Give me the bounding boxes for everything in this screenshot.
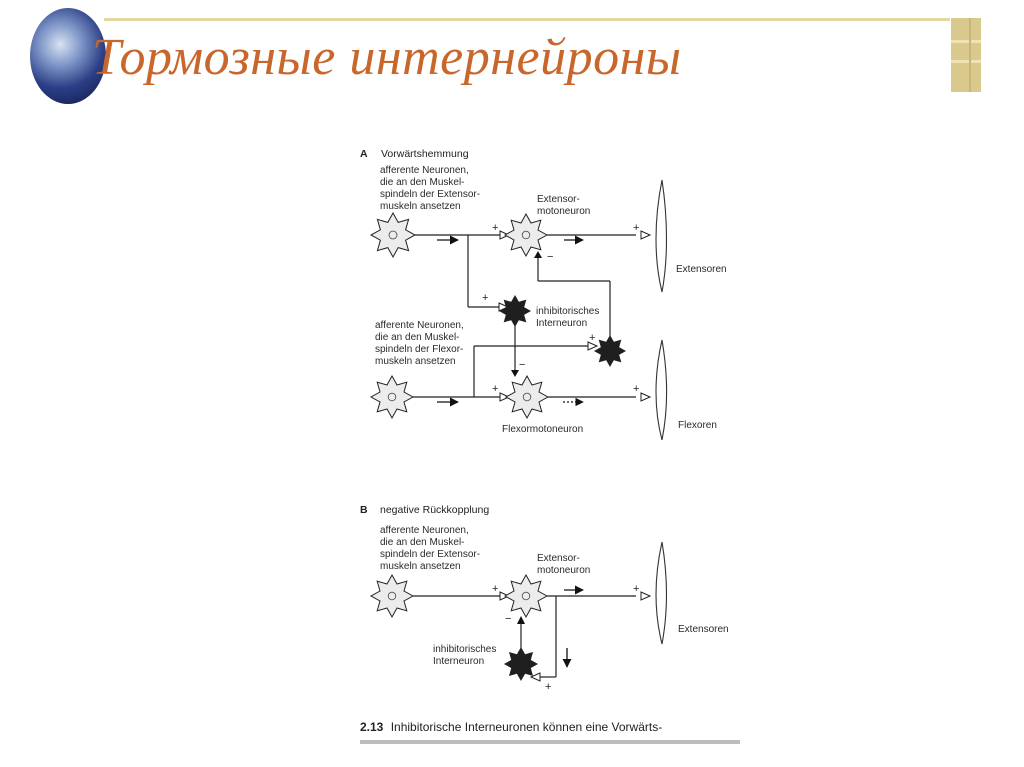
section-b-title: negative Rückkopplung	[380, 504, 489, 516]
neuron-nucleus	[387, 591, 397, 601]
diagram-b: B negative Rückkopplung afferente Neuron…	[360, 504, 729, 693]
plus-sign: +	[482, 292, 488, 304]
afferent-extensor-label-a: afferente Neuronen, die an den Muskel- s…	[380, 165, 483, 212]
neuron-nucleus	[521, 591, 531, 601]
flexor-motoneuron-a	[504, 374, 550, 420]
afferent-neuron-extensor-a	[369, 211, 417, 259]
globe-logo-icon	[30, 8, 106, 104]
synapse-terminal	[640, 392, 652, 402]
inhibitory-interneuron-label-a: inhibitorisches Interneuron	[536, 306, 602, 329]
neuron-nucleus	[387, 392, 397, 402]
figure-caption: 2.13 Inhibitorische Interneuronen können…	[360, 720, 662, 734]
plus-sign: +	[492, 383, 498, 395]
flexor-motoneuron-label-a: Flexormotoneuron	[502, 424, 583, 435]
extensor-muscle-label-b: Extensoren	[678, 624, 729, 635]
flexor-muscle-a	[655, 339, 668, 441]
extensor-motoneuron-label-b: Extensor- motoneuron	[537, 553, 590, 576]
corner-decoration	[951, 18, 981, 92]
afferent-extensor-label-b: afferente Neuronen, die an den Muskel- s…	[380, 525, 483, 572]
inhibitory-terminal	[517, 616, 525, 624]
synapse-terminal	[640, 591, 652, 601]
diagram-a: A Vorwärtshemmung afferente Neuronen, di…	[360, 148, 727, 441]
top-decorative-line	[104, 18, 950, 21]
synapse-terminal	[640, 230, 652, 240]
extensor-muscle-label-a: Extensoren	[676, 264, 727, 275]
extensor-motoneuron-label-a: Extensor- motoneuron	[537, 194, 590, 217]
minus-sign: −	[505, 613, 511, 625]
section-b-letter: B	[360, 504, 368, 516]
minus-sign: −	[547, 251, 553, 263]
afferent-neuron-flexor-a	[369, 374, 415, 420]
inhibitory-terminal	[534, 251, 542, 258]
inhibitory-terminal	[511, 370, 519, 377]
section-a-letter: A	[360, 148, 368, 160]
caption-cutoff-line	[360, 740, 740, 744]
neuron-nucleus	[521, 230, 531, 240]
inhibitory-interneuron-2-a	[593, 334, 627, 368]
section-a-title: Vorwärtshemmung	[381, 148, 469, 160]
plus-sign: +	[633, 383, 639, 395]
extensor-motoneuron-b	[503, 573, 549, 619]
flexor-muscle-label-a: Flexoren	[678, 420, 717, 431]
inhibitory-interneuron-1-a	[498, 294, 532, 328]
afferent-neuron-extensor-b	[369, 573, 415, 619]
afferent-flexor-label-a: afferente Neuronen, die an den Muskel- s…	[375, 320, 467, 367]
plus-sign: +	[633, 222, 639, 234]
minus-sign: −	[519, 359, 525, 371]
synapse-terminal	[529, 672, 541, 682]
extensor-muscle-a	[655, 179, 668, 293]
slide-title: Тормозные интернейроны	[92, 29, 682, 86]
neuron-nucleus	[388, 230, 398, 240]
plus-sign: +	[589, 332, 595, 344]
synapse-terminal	[499, 392, 511, 402]
inhibitory-interneuron-b	[503, 646, 539, 682]
extensor-muscle-b	[655, 541, 668, 645]
inhibitory-interneuron-label-b: inhibitorisches Interneuron	[433, 644, 499, 667]
plus-sign: +	[492, 222, 498, 234]
plus-sign: +	[545, 681, 551, 693]
plus-sign: +	[633, 583, 639, 595]
neuron-nucleus	[522, 392, 532, 402]
extensor-motoneuron-a	[503, 212, 549, 258]
synapse-terminal	[587, 341, 599, 351]
plus-sign: +	[492, 583, 498, 595]
